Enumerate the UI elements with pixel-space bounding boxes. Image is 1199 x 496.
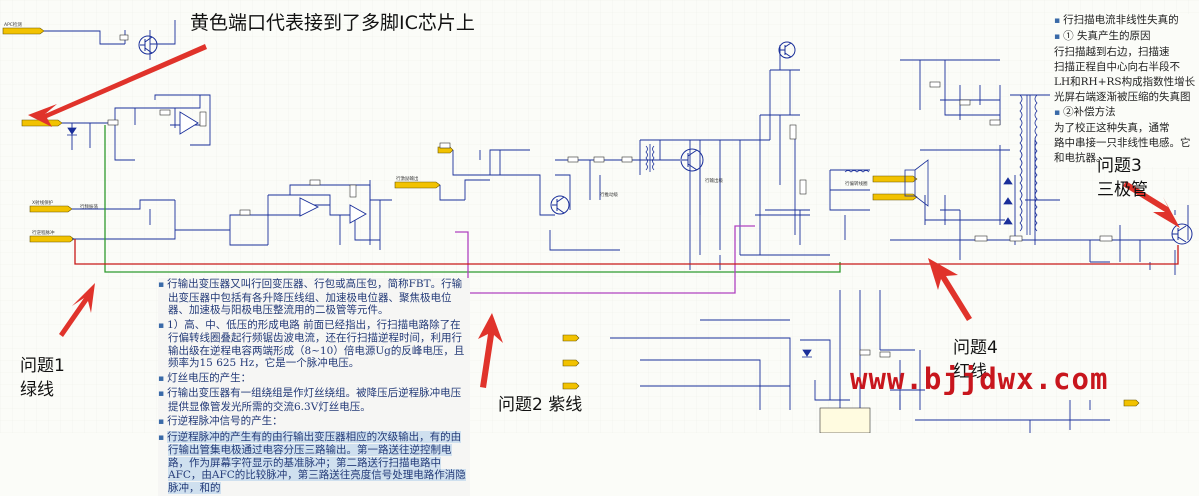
right-note-line: 光屏右端逐渐被压缩的失真图 (1054, 91, 1191, 103)
problem3-subtitle: 三极管 (1097, 180, 1148, 200)
note-paragraph: 1）高、中、低压的形成电路 前面已经指出，行扫描电路除了在行偏转线圈叠起行频锯齿… (167, 318, 465, 370)
circuit-components (107, 34, 1113, 433)
red-arrows (28, 44, 1180, 388)
stage-label: 行偏转线圈 (845, 180, 868, 187)
right-side-notes: ▪行扫描电流非线性失真的 ▪① 失真产生的原因 行扫描越到右边，扫描速 扫描正程… (1054, 14, 1199, 167)
arrow-to-port (28, 44, 207, 127)
problem3-label: 问题3 三极管 (1097, 154, 1148, 202)
problem3-title: 问题3 (1097, 156, 1142, 176)
ic-port (562, 359, 580, 367)
problem1-subtitle: 绿线 (20, 380, 54, 400)
right-note-line: 行扫描越到右边，扫描速 (1054, 46, 1170, 58)
problem2-label: 问题2 紫线 (498, 395, 583, 415)
note-paragraph: 行逆程脉冲的产生有的由行输出变压器相应的次级输出，有的由行输出管集电极通过电容分… (167, 430, 466, 494)
ic-port (21, 119, 63, 127)
note-paragraph: 行输出变压器有一组绕组是作灯丝绕组。被降压后逆程脉冲电压提供显像管发光所需的交流… (167, 387, 462, 413)
arrow-problem1 (59, 283, 95, 337)
right-note-line: 扫描正程自中心向右半段不 (1054, 61, 1180, 73)
ic-port (2, 27, 45, 35)
port-label: X射线保护 (32, 199, 54, 206)
port-label: APC检测 (4, 21, 22, 28)
port-label: 行逆程脉冲 (32, 229, 55, 236)
stage-label: 行推动级 (600, 191, 618, 198)
right-note-subheading: ②补偿方法 (1063, 106, 1116, 118)
ic-port (394, 181, 441, 189)
note-paragraph: 灯丝电压的产生： (167, 371, 252, 384)
note-paragraph: 行输出变压器又叫行回变压器、行包或高压包，简称FBT。行输出变压器中包括有各升降… (167, 278, 463, 316)
problem4-subtitle: 红线 (953, 362, 987, 382)
fbt-notes: ▪行输出变压器又叫行回变压器、行包或高压包，简称FBT。行输出变压器中包括有各升… (158, 278, 470, 496)
ic-port (562, 382, 580, 390)
right-note-line: 为了校正这种失真，通常 (1054, 122, 1170, 134)
red-wire (74, 239, 1179, 265)
green-wire (104, 125, 841, 273)
stage-label: 行输出级 (705, 177, 723, 184)
right-note-line: 和电抗器。 (1054, 152, 1107, 164)
ic-port-note: 黄色端口代表接到了多脚IC芯片上 (190, 12, 475, 34)
problem4-label: 问题4 红线 (953, 336, 998, 384)
problem1-title: 问题1 (20, 356, 65, 376)
arrow-problem3 (1123, 181, 1180, 228)
ic-port (1123, 399, 1140, 407)
diodes (67, 127, 1013, 358)
port-label: 行激励输出 (396, 175, 419, 182)
watermark: www.bjjdwx.com (850, 362, 1109, 396)
transistor-symbols (138, 35, 1193, 245)
arrow-problem2 (478, 313, 503, 388)
amplifiers (179, 111, 367, 224)
ic-port (29, 235, 75, 243)
ic-port (872, 175, 918, 183)
transformers (645, 94, 1038, 235)
right-note-line: LH和RH+RS构成指数性增长 (1054, 76, 1196, 88)
ic-port-group (2, 27, 1140, 407)
ic-port (872, 193, 918, 201)
purple-wire (455, 225, 755, 294)
right-note-line: 路中串接一只非线性电感。它 (1054, 137, 1191, 149)
right-note-subheading: ① 失真产生的原因 (1063, 30, 1151, 42)
stage-label: 行频振荡 (80, 203, 98, 210)
problem1-label: 问题1 绿线 (20, 354, 65, 402)
problem4-title: 问题4 (953, 338, 998, 358)
right-note-heading: 行扫描电流非线性失真的 (1063, 14, 1179, 26)
ic-port (562, 334, 580, 342)
note-paragraph: 行逆程脉冲信号的产生： (167, 415, 283, 427)
arrow-problem4 (928, 258, 972, 321)
ic-port (29, 205, 73, 213)
